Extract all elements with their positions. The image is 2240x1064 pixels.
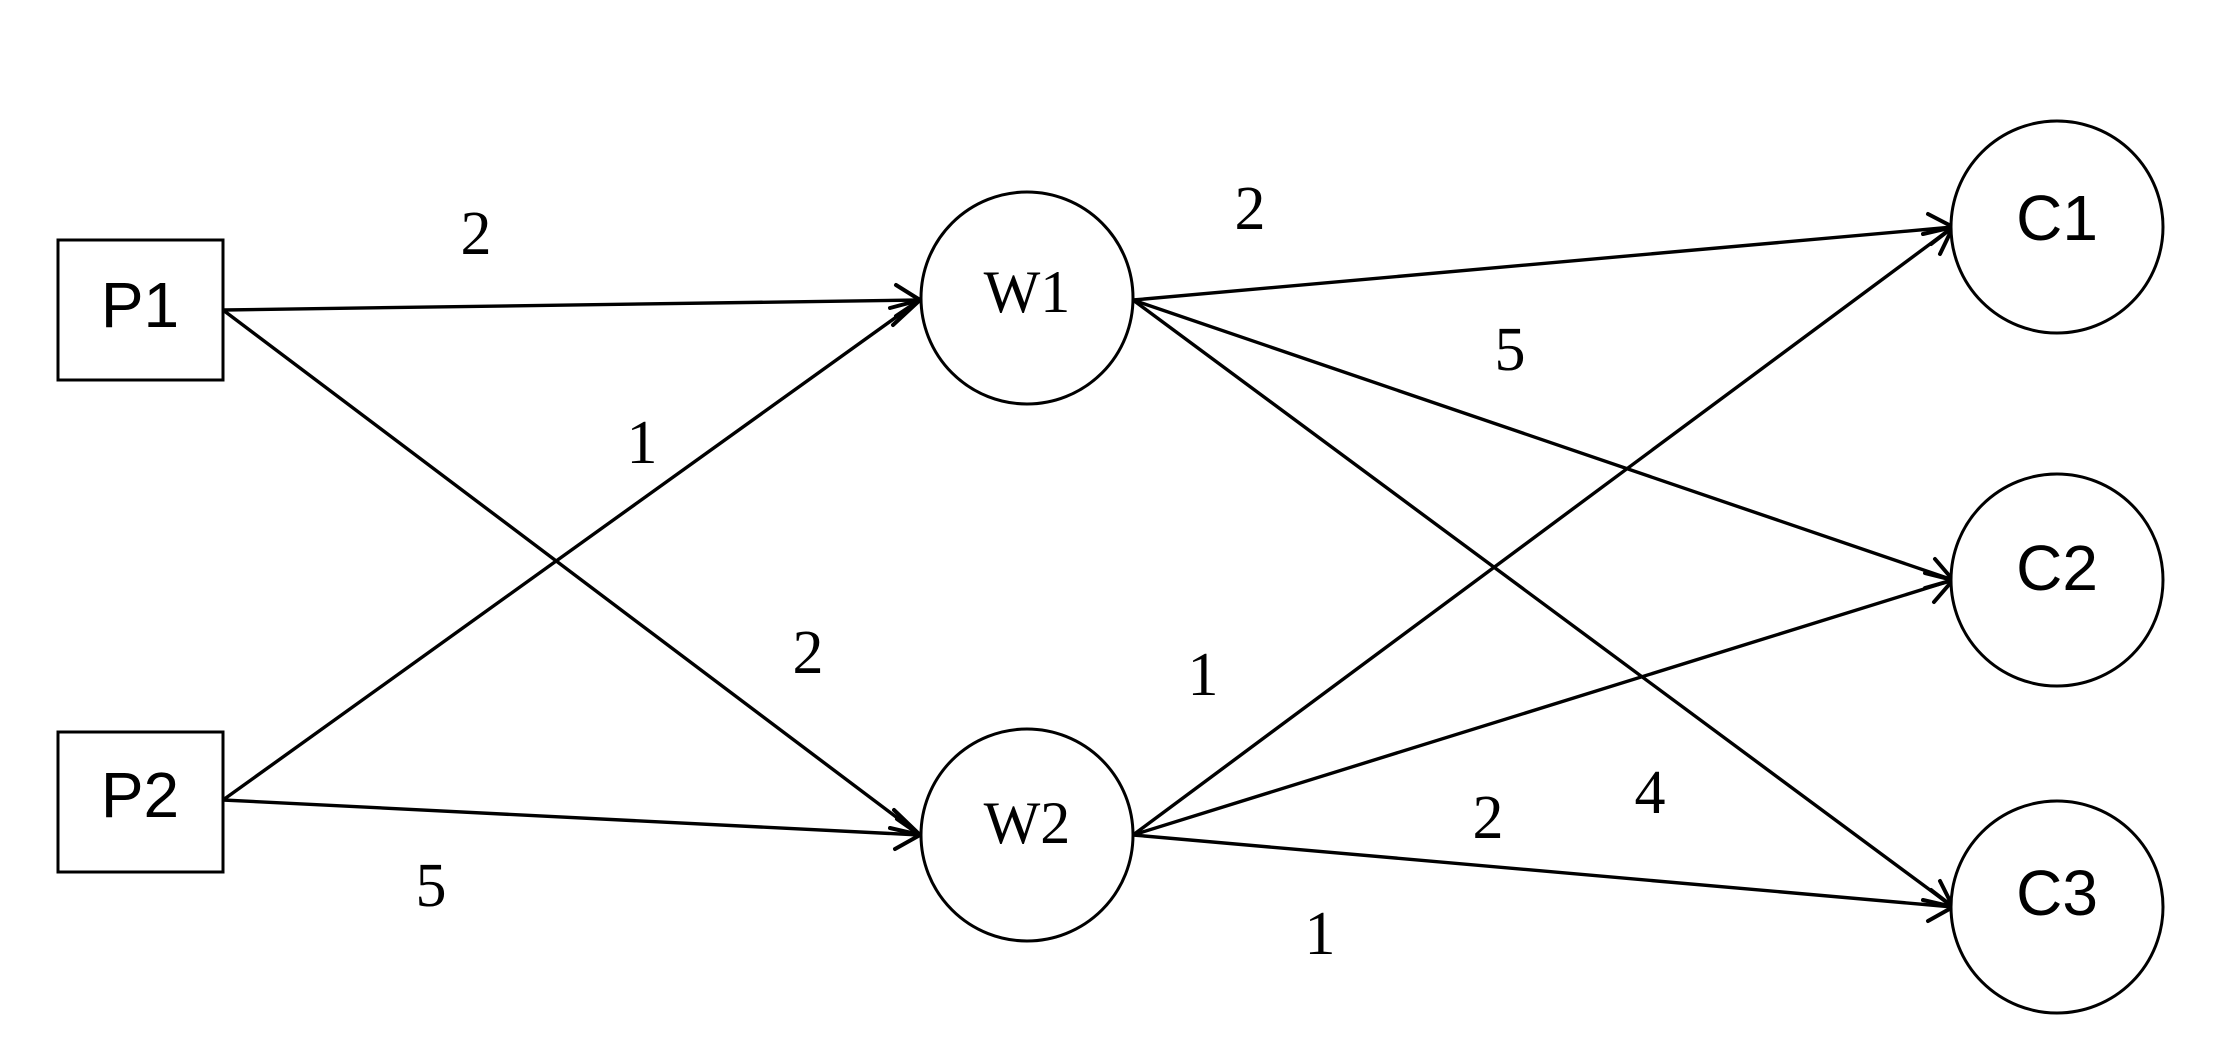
node-c2-circle — [1949, 472, 2165, 688]
nodes: P1 P2 W1 W2 C1 C2 C3 — [56, 119, 2165, 1015]
node-c1-label: C1 — [2016, 182, 2098, 254]
node-c1-circle — [1949, 119, 2165, 335]
node-c3: C3 — [1949, 799, 2165, 1015]
node-w1-label: W1 — [984, 259, 1071, 325]
node-w1-circle — [919, 190, 1135, 406]
edge-w1-c1 — [1132, 225, 1954, 302]
node-c3-circle — [1949, 799, 2165, 1015]
edge-w2-c3 — [1132, 833, 1954, 909]
node-w2: W2 — [919, 727, 1135, 943]
node-p2-label: P2 — [101, 759, 179, 831]
edge-p2-w2 — [222, 798, 921, 837]
node-p1-box — [56, 238, 225, 382]
node-c2-label: C2 — [2016, 532, 2098, 604]
weight-p1-w1: 2 — [461, 200, 492, 268]
edge-p1-w2 — [221, 308, 922, 837]
node-c2: C2 — [1949, 472, 2165, 688]
arrowhead-p2-w1 — [888, 298, 922, 327]
weight-w1-c2: 5 — [1495, 316, 1526, 384]
edge-p2-w1 — [222, 298, 921, 802]
edge-w1-c3 — [1131, 298, 1955, 909]
node-p1-label: P1 — [101, 269, 179, 341]
node-c1: C1 — [1949, 119, 2165, 335]
node-p1: P1 — [56, 238, 225, 382]
node-w2-circle — [919, 727, 1135, 943]
edge-w2-c1 — [1131, 225, 1955, 837]
weight-w1-c1: 2 — [1235, 175, 1266, 243]
edges — [221, 212, 1955, 923]
weight-p2-w1: 1 — [627, 409, 658, 477]
node-p2: P2 — [56, 730, 225, 874]
weight-w2-c2: 2 — [1473, 784, 1504, 852]
node-p2-box — [56, 730, 225, 874]
weight-w1-c3: 4 — [1635, 759, 1666, 827]
edge-w2-c2 — [1132, 578, 1954, 837]
edge-weights: 2 2 1 5 2 5 4 1 2 1 — [416, 175, 1666, 968]
weight-w2-c1: 1 — [1188, 641, 1219, 709]
weight-w2-c3: 1 — [1305, 900, 1336, 968]
node-w1: W1 — [919, 190, 1135, 406]
edge-w1-c2 — [1132, 298, 1954, 582]
node-w2-label: W2 — [984, 790, 1071, 856]
weight-p2-w2: 5 — [416, 852, 447, 920]
node-c3-label: C3 — [2016, 857, 2098, 929]
edge-p1-w1 — [222, 298, 921, 312]
weight-p1-w2: 2 — [793, 619, 824, 687]
